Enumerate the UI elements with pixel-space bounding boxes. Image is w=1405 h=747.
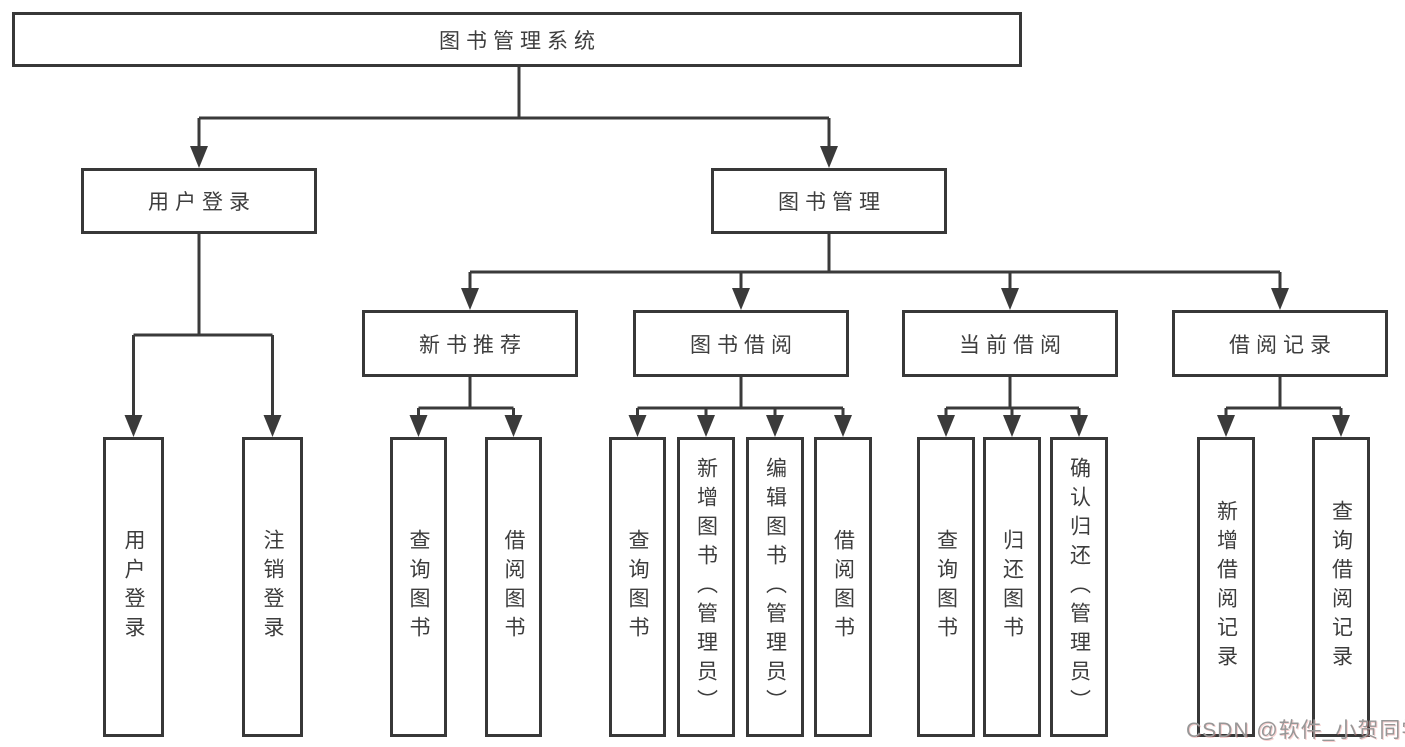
leaf-logout: 注销登录 <box>242 437 303 737</box>
node-user-login: 用户登录 <box>81 168 317 234</box>
leaf-user-login: 用户登录 <box>103 437 164 737</box>
leaf-add-borrow-record: 新增借阅记录 <box>1197 437 1255 737</box>
node-new-book-recommend: 新书推荐 <box>362 310 578 377</box>
connector-new-book-recommend-to-leaves <box>409 377 523 437</box>
node-root-library-management-system: 图书管理系统 <box>12 12 1022 67</box>
connector-book-management-to-level3 <box>461 234 1289 310</box>
leaf-add-books-admin: 新增图书（管理员） <box>677 437 735 737</box>
leaf-query-books-recommend: 查询图书 <box>390 437 447 737</box>
node-current-borrow: 当前借阅 <box>902 310 1118 377</box>
leaf-borrow-books-recommend: 借阅图书 <box>485 437 542 737</box>
leaf-query-borrow-record: 查询借阅记录 <box>1312 437 1370 737</box>
node-borrow-records: 借阅记录 <box>1172 310 1388 377</box>
leaf-borrow-books: 借阅图书 <box>814 437 872 737</box>
leaf-confirm-return-admin: 确认归还（管理员） <box>1050 437 1108 737</box>
connector-root-to-level2 <box>190 67 838 168</box>
leaf-edit-books-admin: 编辑图书（管理员） <box>746 437 804 737</box>
node-book-management: 图书管理 <box>711 168 947 234</box>
leaf-query-books-current: 查询图书 <box>917 437 975 737</box>
leaf-query-books-borrow: 查询图书 <box>609 437 666 737</box>
connector-current-borrow-to-leaves <box>937 377 1088 437</box>
connector-book-borrow-to-leaves <box>628 377 852 437</box>
csdn-watermark: CSDN @软件_小贺同学 <box>1186 719 1405 742</box>
connector-borrow-records-to-leaves <box>1217 377 1350 437</box>
node-book-borrow: 图书借阅 <box>633 310 849 377</box>
leaf-return-books: 归还图书 <box>983 437 1041 737</box>
connector-user-login-to-leaves <box>124 234 282 437</box>
